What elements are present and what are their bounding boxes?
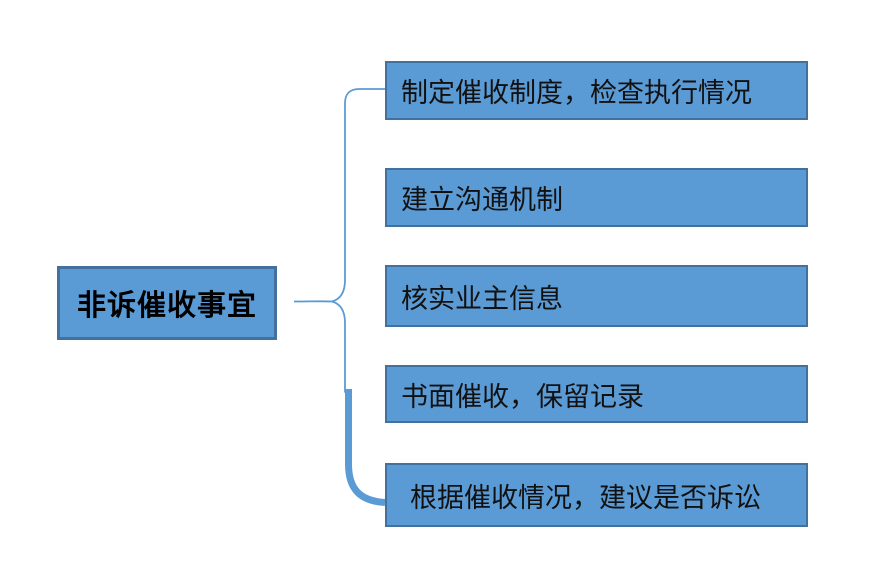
child-node-label: 建立沟通机制 xyxy=(401,185,563,215)
connector-lower-branch xyxy=(331,300,346,393)
root-node: 非诉催收事宜 xyxy=(57,266,277,340)
child-node-2: 建立沟通机制 xyxy=(385,168,808,227)
child-node-3: 核实业主信息 xyxy=(385,265,808,327)
connector-thick-segment xyxy=(345,389,386,506)
connector-upper-branch xyxy=(331,88,386,303)
child-node-label: 书面催收，保留记录 xyxy=(401,381,644,412)
child-node-1: 制定催收制度，检查执行情况 xyxy=(385,61,808,120)
child-node-5: 根据催收情况，建议是否诉讼 xyxy=(385,463,808,527)
child-node-label: 制定催收制度，检查执行情况 xyxy=(401,78,752,108)
child-node-label: 核实业主信息 xyxy=(401,283,563,314)
child-node-label: 根据催收情况，建议是否诉讼 xyxy=(410,482,761,513)
child-node-4: 书面催收，保留记录 xyxy=(385,365,808,423)
root-node-label: 非诉催收事宜 xyxy=(76,290,257,322)
